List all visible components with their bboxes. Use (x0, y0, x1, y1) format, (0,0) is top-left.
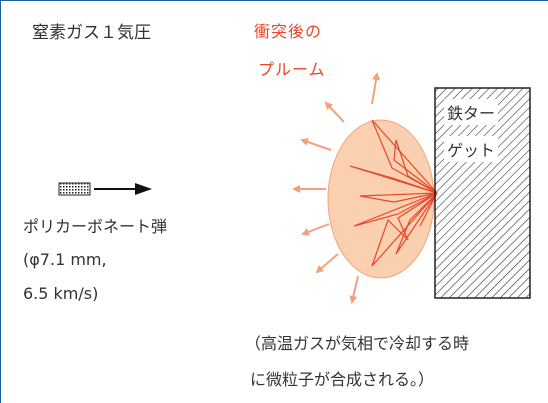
projectile-spec-line1: (φ7.1 mm, (23, 250, 107, 269)
frame-top-border (0, 0, 548, 1)
note-line1: （高温ガスが気相で冷却する時 (245, 334, 470, 353)
plume-arrow (301, 223, 330, 236)
plume-label-line1: 衝突後の (254, 22, 323, 41)
impact-burst (349, 119, 438, 267)
plume-arrow (324, 101, 345, 123)
plume-arrow (315, 253, 339, 274)
projectile-label: ポリカーボネート弾 (23, 217, 168, 236)
plume-label-line2: プルーム (258, 60, 326, 79)
projectile-arrow-head (135, 183, 152, 195)
plume-cloud (327, 119, 435, 279)
projectile-spec-line2: 6.5 km/s) (23, 284, 99, 303)
projectile-icon (58, 182, 91, 196)
plume-expansion-arrows (292, 72, 380, 304)
plume-arrow (349, 275, 359, 304)
target-label-line1: 鉄ター (444, 99, 499, 125)
frame-left-border (0, 0, 1, 403)
plume-arrow (371, 72, 380, 105)
gas-condition-label: 窒素ガス１気圧 (32, 23, 151, 43)
target-label-line2: ゲット (444, 136, 499, 162)
note-line2: に微粒子が合成される。） (250, 370, 435, 389)
plume-arrow (300, 138, 332, 151)
